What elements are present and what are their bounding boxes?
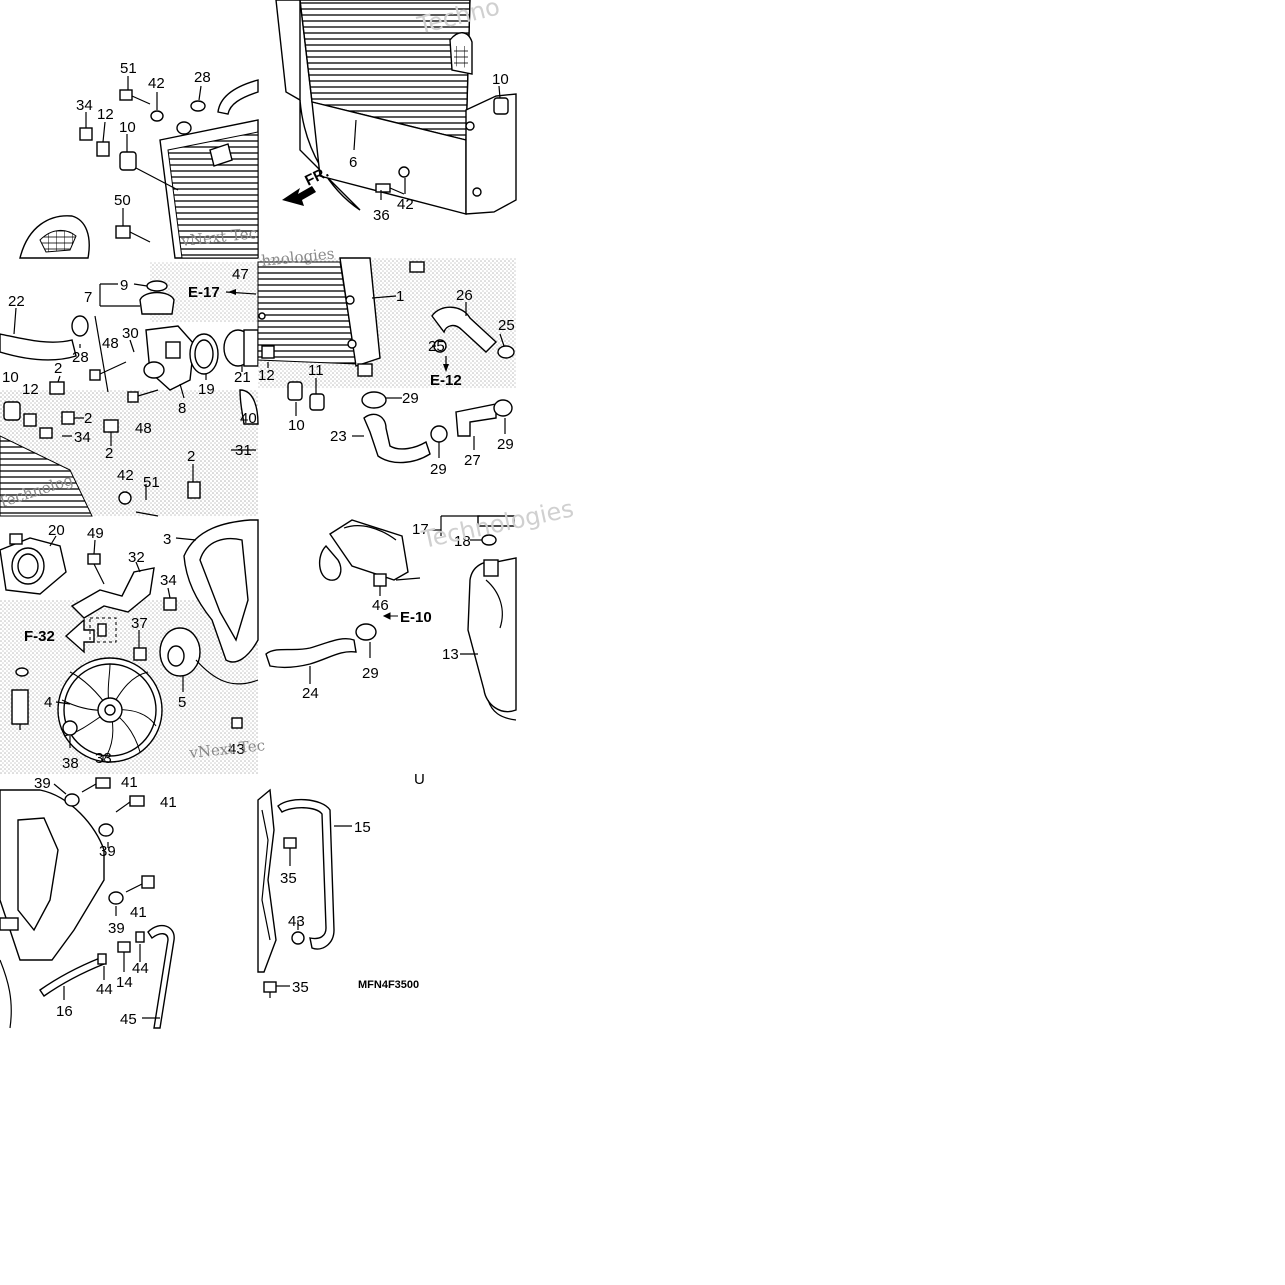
callout: 47 — [232, 266, 249, 283]
callout: 44 — [96, 981, 113, 998]
callout: 42 — [397, 196, 414, 213]
tile-lower-right: E-10 17 18 46 29 24 13 Technologies — [265, 494, 576, 721]
callout: 42 — [148, 75, 165, 92]
callout: 27 — [464, 452, 481, 469]
callout: 2 — [105, 445, 113, 462]
callout: 41 — [121, 774, 138, 791]
callout: 10 — [492, 71, 509, 88]
callout: 11 — [308, 362, 324, 379]
callout: 12 — [258, 367, 275, 384]
callout: 22 — [8, 293, 25, 310]
callout: 14 — [116, 974, 133, 991]
callout: 25 — [498, 317, 515, 334]
callout: 39 — [99, 843, 116, 860]
callout: 10 — [288, 417, 305, 434]
callout: 10 — [119, 119, 136, 136]
callout: 23 — [330, 428, 347, 445]
callout: 29 — [430, 461, 447, 478]
callout: 34 — [160, 572, 177, 589]
callout: 43 — [288, 913, 305, 930]
callout: 37 — [131, 615, 148, 632]
callout: 4 — [44, 694, 52, 711]
callout: 39 — [34, 775, 51, 792]
callout: 29 — [362, 665, 379, 682]
callout: 51 — [143, 474, 160, 491]
callout: 50 — [114, 192, 131, 209]
callout: 8 — [178, 400, 186, 417]
callout: 16 — [56, 1003, 73, 1020]
tile-middle-right: E-12 1 26 25 25 12 11 10 29 23 29 27 29 … — [257, 244, 516, 478]
callout: 2 — [84, 410, 92, 427]
callout: 12 — [97, 106, 114, 123]
ref-e17[interactable]: E-17 — [188, 284, 220, 301]
watermark: Technologies — [418, 494, 576, 554]
callout: 40 — [240, 410, 257, 427]
callout: 38 — [62, 755, 79, 772]
tile-lower-left: F-32 — [0, 519, 266, 774]
ref-e12[interactable]: E-12 — [430, 372, 462, 389]
callout: 19 — [198, 381, 215, 398]
callout: 35 — [292, 979, 309, 996]
callout: 28 — [72, 349, 89, 366]
callout: 31 — [235, 442, 252, 459]
drawing-code: MFN4F3500 — [358, 979, 419, 991]
ref-e10[interactable]: E-10 — [400, 609, 432, 626]
callout: 10 — [2, 369, 19, 386]
callout: 29 — [402, 390, 419, 407]
callout: 33 — [95, 750, 112, 767]
callout: 48 — [102, 335, 119, 352]
callout: 43 — [228, 741, 245, 758]
callout: 3 — [163, 531, 171, 548]
callout: 25 — [428, 338, 445, 355]
tile-middle-left: 22 9 7 E-17 47 30 48 28 2 10 12 2 34 48 … — [0, 262, 259, 517]
callout: 28 — [194, 69, 211, 86]
callout: 35 — [280, 870, 297, 887]
callout: 18 — [454, 533, 471, 550]
callout: 24 — [302, 685, 319, 702]
callout: 9 — [120, 277, 128, 294]
callout: 42 — [117, 467, 134, 484]
callout: 1 — [396, 288, 404, 305]
callout: 36 — [373, 207, 390, 224]
tile-top-right: FR. 6 36 42 10 Techno — [275, 0, 517, 224]
tile-top-left: 51 42 28 34 12 10 50 vNext Tec — [19, 60, 259, 259]
callout: 49 — [87, 525, 104, 542]
callout: 26 — [456, 287, 473, 304]
callout: 41 — [130, 904, 147, 921]
callout: 30 — [122, 325, 139, 342]
callout: 32 — [128, 549, 145, 566]
callout: 5 — [178, 694, 186, 711]
callout: 13 — [442, 646, 459, 663]
callout: 34 — [76, 97, 93, 114]
callout: 20 — [48, 522, 65, 539]
callout: 15 — [354, 819, 371, 836]
ref-f32[interactable]: F-32 — [24, 628, 55, 645]
callout: 34 — [74, 429, 91, 446]
tile-bottom-right: 15 35 43 35 MFN4F3500 U — [257, 771, 425, 998]
callout: 46 — [372, 597, 389, 614]
callout: 2 — [187, 448, 195, 465]
callout: 45 — [120, 1011, 137, 1028]
callout: 21 — [234, 369, 251, 386]
stray-mark: U — [414, 771, 425, 788]
tile-bottom-left: 39 41 41 39 39 41 44 14 44 16 45 — [0, 774, 177, 1029]
callout: 39 — [108, 920, 125, 937]
callout: 6 — [349, 154, 357, 171]
callout: 48 — [135, 420, 152, 437]
callout: 17 — [412, 521, 429, 538]
callout: 29 — [497, 436, 514, 453]
callout: 51 — [120, 60, 137, 77]
callout: 41 — [160, 794, 177, 811]
callout: 7 — [84, 289, 92, 306]
callout: 2 — [54, 360, 62, 377]
callout: 12 — [22, 381, 39, 398]
callout: 44 — [132, 960, 149, 977]
